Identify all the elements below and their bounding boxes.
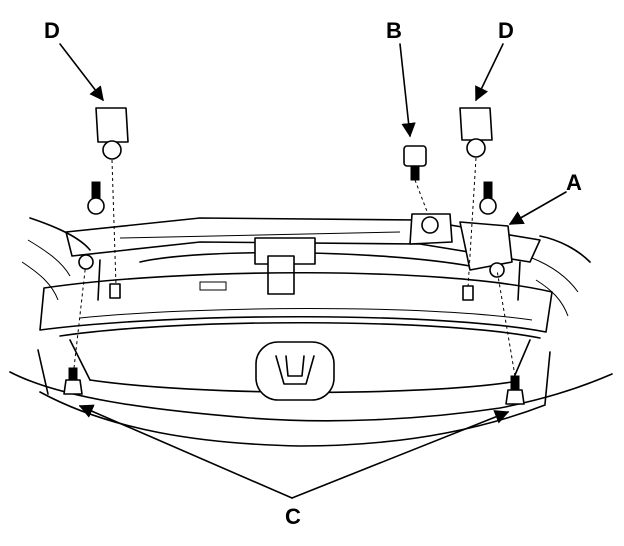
fastener-d-right: [459, 107, 497, 301]
callout-d-right: D: [498, 18, 514, 43]
clip-c-right: [496, 269, 525, 405]
leader-d-left: [59, 43, 104, 102]
fender-right: [531, 235, 591, 317]
mount-plate-b: [409, 213, 453, 245]
leader-c-left: [78, 404, 293, 499]
clip-c-left: [63, 254, 94, 395]
leader-a: [508, 191, 567, 225]
leader-b: [399, 43, 416, 138]
fastener-d-left: [87, 107, 129, 299]
bumper-fascia: [9, 349, 613, 447]
callout-a: A: [566, 170, 582, 195]
callout-d-left: D: [44, 18, 60, 43]
bolt-b: [403, 145, 429, 215]
leader-c-right: [291, 410, 510, 499]
bracket-a: [459, 221, 513, 278]
radiator-support-frame: [65, 217, 541, 301]
fender-left: [21, 217, 91, 301]
leader-lines: [59, 43, 567, 499]
callout-c: C: [285, 504, 301, 529]
leader-d-right: [475, 43, 504, 102]
callout-b: B: [386, 18, 402, 43]
grille-emblem: [255, 341, 335, 401]
